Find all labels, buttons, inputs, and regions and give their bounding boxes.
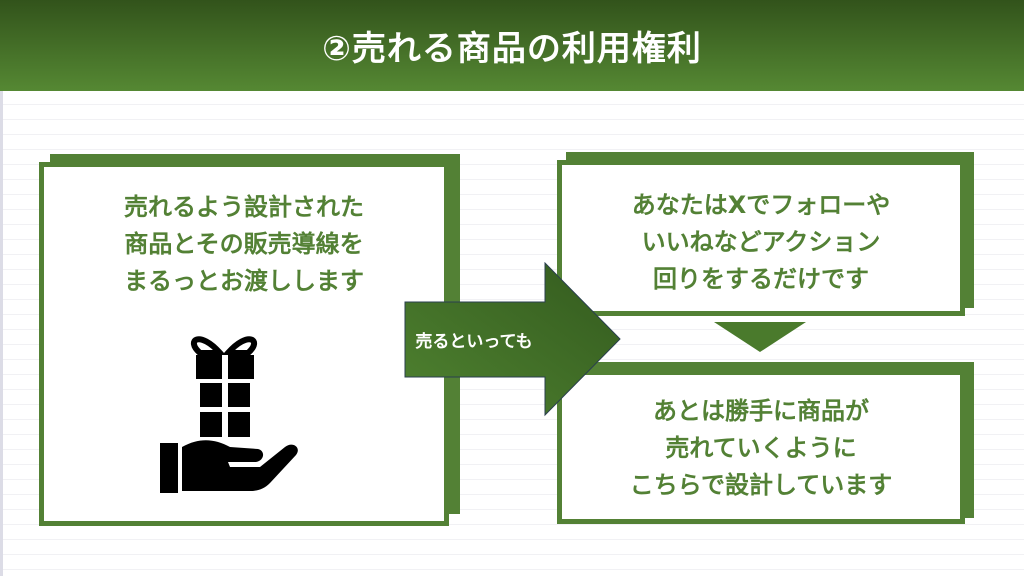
top-right-box-line: 回りをするだけです: [653, 265, 869, 293]
top-right-box: あなたはXでフォローや いいねなどアクション 回りをするだけです: [557, 160, 965, 316]
arrow-label: 売るといっても: [415, 332, 533, 352]
bottom-right-box-line: 売れていくように: [665, 434, 857, 462]
bottom-right-box-line: こちらで設計しています: [629, 471, 893, 499]
down-triangle-icon: [714, 322, 806, 352]
bottom-right-box-line: あとは勝手に商品が: [653, 397, 869, 425]
slide-title: ②売れる商品の利用権利: [0, 0, 1024, 91]
left-box-line: 商品とその販売導線を: [124, 230, 364, 258]
left-box-line: 売れるよう設計された: [124, 193, 364, 221]
right-arrow-shape: [404, 262, 621, 417]
top-right-box-line: あなたはXでフォローや: [631, 191, 891, 219]
left-box: 売れるよう設計された 商品とその販売導線を まるっとお渡しします: [39, 162, 449, 526]
left-box-line: まるっとお渡しします: [124, 267, 364, 295]
gift-on-hand-icon: [160, 336, 298, 493]
left-edge-divider: [0, 91, 3, 576]
bottom-right-box: あとは勝手に商品が 売れていくように こちらで設計しています: [557, 370, 965, 524]
top-right-box-line: いいねなどアクション: [641, 228, 881, 256]
